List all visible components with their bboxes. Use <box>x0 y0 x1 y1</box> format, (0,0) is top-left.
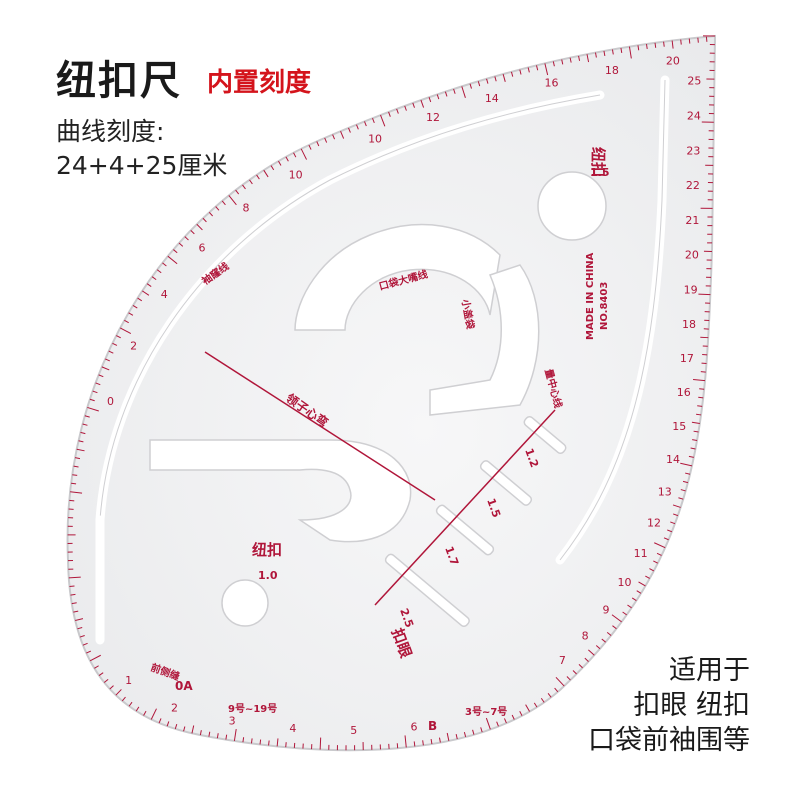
model-no-label: NO.8403 <box>599 282 610 330</box>
usage-items-1: 扣眼 纽扣 <box>633 683 750 722</box>
right-scale-17: 17 <box>680 352 694 365</box>
right-scale-18: 18 <box>682 318 696 331</box>
ruler-outline <box>68 36 715 750</box>
marker-b: B <box>428 719 437 733</box>
usage-heading: 适用于 <box>669 648 750 687</box>
right-scale-24: 24 <box>687 109 701 122</box>
tick-mark <box>698 397 703 398</box>
bottom-scale-4: 4 <box>289 722 296 735</box>
left-scale-6: 6 <box>198 242 205 255</box>
tick-mark <box>697 406 702 407</box>
tick-mark <box>70 594 75 595</box>
right-scale-11: 11 <box>634 547 648 560</box>
tick-mark <box>260 740 261 745</box>
size-range-left: 9号~19号 <box>228 703 277 715</box>
top-scale-12: 12 <box>426 111 440 124</box>
product-subtitle: 内置刻度 <box>207 62 311 99</box>
bottom-scale-3: 3 <box>229 714 236 727</box>
button-left-label: 纽扣 <box>252 541 282 559</box>
right-scale-20: 20 <box>685 249 699 262</box>
bottom-scale-2: 2 <box>171 702 178 715</box>
tick-mark <box>689 39 690 44</box>
right-scale-12: 12 <box>647 517 661 530</box>
tick-mark <box>646 44 647 49</box>
tick-mark <box>71 483 76 484</box>
right-scale-23: 23 <box>686 144 700 157</box>
right-scale-13: 13 <box>658 485 672 498</box>
top-scale-20: 20 <box>666 55 680 68</box>
curve-scale-label: 曲线刻度: <box>56 112 164 148</box>
right-scale-7: 7 <box>559 654 566 667</box>
left-scale-10: 10 <box>289 168 303 181</box>
bottom-scale-5: 5 <box>350 724 357 737</box>
right-scale-10: 10 <box>618 576 632 589</box>
right-scale-16: 16 <box>677 386 691 399</box>
top-scale-10: 10 <box>368 133 382 146</box>
left-scale-2: 2 <box>130 339 137 352</box>
top-scale-16: 16 <box>544 76 558 89</box>
tick-mark <box>423 740 424 745</box>
button-left-size: 1.0 <box>258 569 278 582</box>
product-title: 纽扣尺 <box>56 48 182 106</box>
button-hole-1-5 <box>538 172 606 240</box>
right-scale-14: 14 <box>666 453 680 466</box>
tick-mark <box>243 737 244 742</box>
marker-a: 0A <box>175 679 193 693</box>
tick-mark <box>698 38 699 43</box>
right-scale-19: 19 <box>684 283 698 296</box>
tick-mark <box>320 738 321 750</box>
bottom-scale-6: 6 <box>411 720 418 733</box>
made-in-label: MADE IN CHINA <box>585 252 596 340</box>
left-scale-4: 4 <box>161 288 168 301</box>
size-range-right: 3号~7号 <box>465 706 507 718</box>
tick-mark <box>655 43 656 48</box>
right-scale-22: 22 <box>686 179 700 192</box>
right-scale-21: 21 <box>685 214 699 227</box>
usage-items-2: 口袋前袖围等 <box>588 718 750 757</box>
tick-mark <box>699 389 704 390</box>
left-scale-8: 8 <box>243 201 250 214</box>
bottom-scale-1: 1 <box>125 674 132 687</box>
top-scale-14: 14 <box>485 92 499 105</box>
tick-mark <box>414 741 415 746</box>
tick-mark <box>251 738 252 743</box>
tick-mark <box>269 741 270 746</box>
top-scale-18: 18 <box>605 64 619 77</box>
tick-mark <box>664 42 665 47</box>
tick-mark <box>681 40 682 45</box>
right-scale-25: 25 <box>687 75 701 88</box>
tick-mark <box>696 414 701 415</box>
right-scale-15: 15 <box>672 420 686 433</box>
left-scale-0: 0 <box>107 395 114 408</box>
right-scale-9: 9 <box>603 603 610 616</box>
button-top-size: 1.5 <box>590 166 610 179</box>
button-hole-1-0 <box>222 580 268 626</box>
curve-scale-value: 24+4+25厘米 <box>56 146 227 182</box>
right-scale-8: 8 <box>582 629 589 642</box>
